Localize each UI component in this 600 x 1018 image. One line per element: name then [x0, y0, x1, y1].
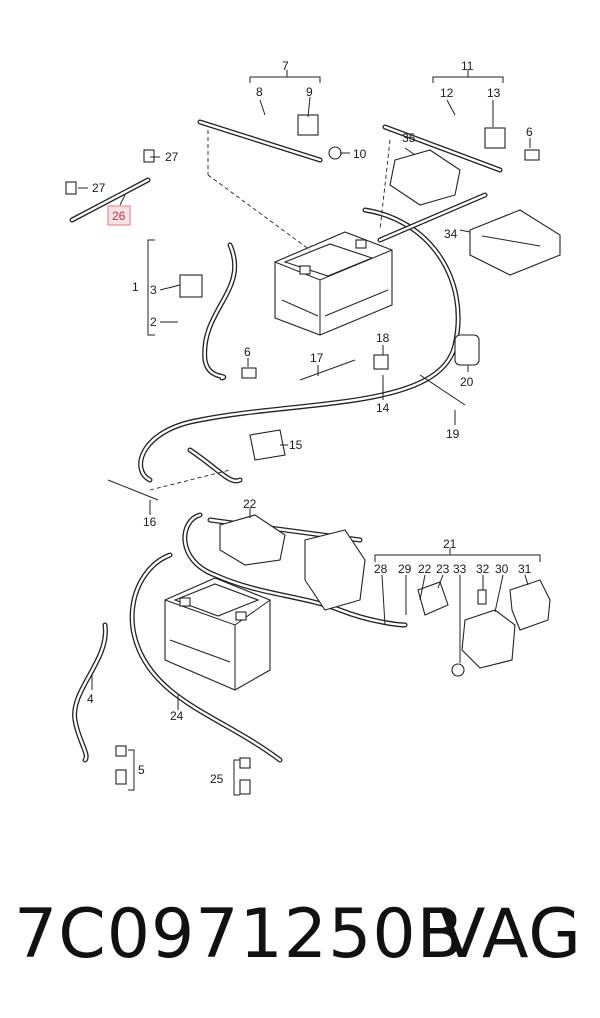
callout-1: 1: [132, 280, 139, 294]
callout-7: 7: [282, 59, 289, 73]
callout-31: 31: [518, 562, 532, 576]
callout-9: 9: [306, 85, 313, 99]
callout-15: 15: [289, 438, 303, 452]
callout-17: 17: [310, 351, 324, 365]
callout-24: 24: [170, 709, 184, 723]
callout-22-left: 22: [243, 497, 257, 511]
highlight-box-26: [107, 205, 131, 226]
callout-18: 18: [376, 331, 390, 345]
callout-34: 34: [444, 227, 458, 241]
callout-8: 8: [256, 85, 263, 99]
callout-29: 29: [398, 562, 412, 576]
callout-30: 30: [495, 562, 509, 576]
brand-text: VAG: [438, 895, 582, 974]
callout-4: 4: [87, 692, 94, 706]
callout-6-mid: 6: [244, 345, 251, 359]
callout-12: 12: [440, 86, 454, 100]
callout-2: 2: [150, 315, 157, 329]
callout-5: 5: [138, 763, 145, 777]
callout-22-right: 22: [418, 562, 432, 576]
callout-25: 25: [210, 772, 224, 786]
callout-35: 35: [402, 131, 416, 145]
callout-3: 3: [150, 283, 157, 297]
reference-lines: [149, 130, 391, 491]
callout-33: 33: [453, 562, 467, 576]
callout-32: 32: [476, 562, 490, 576]
callout-14: 14: [376, 401, 390, 415]
lower-battery: [164, 577, 271, 691]
callout-20: 20: [460, 375, 474, 389]
callout-28: 28: [374, 562, 388, 576]
callout-26-highlighted: 26: [112, 209, 126, 223]
callout-labels: 7 8 9 10 11 12 13 6 35 34 27 27 26 1 3 2…: [87, 59, 533, 786]
callout-11: 11: [461, 59, 474, 73]
part-number-text: 7C0971250B: [14, 895, 465, 974]
upper-battery: [274, 231, 393, 336]
callout-19: 19: [446, 427, 460, 441]
callout-23: 23: [436, 562, 450, 576]
callout-27-top: 27: [165, 150, 179, 164]
small-parts: [65, 114, 561, 795]
callout-13: 13: [487, 86, 501, 100]
callout-21: 21: [443, 537, 457, 551]
cables: [69, 119, 503, 763]
callout-6-top: 6: [526, 125, 533, 139]
callout-10: 10: [353, 147, 367, 161]
parts-diagram: 7 8 9 10 11 12 13 6 35 34 27 27 26 1 3 2…: [65, 59, 561, 796]
callout-27-left: 27: [92, 181, 106, 195]
callout-16: 16: [143, 515, 157, 529]
leader-lines: [78, 70, 541, 796]
